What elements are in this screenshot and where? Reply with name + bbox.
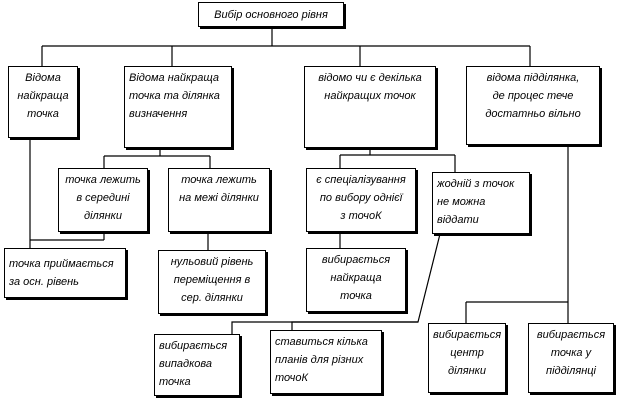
node-several-plans: ставиться кілька планів для різних точоК (270, 330, 382, 394)
node-zero-level-shift-label: нульовий рівень переміщення в сер. ділян… (170, 256, 254, 304)
node-several-best-points: відомо чи є декілька найкращих точок (304, 66, 436, 148)
node-no-preference-label: жодній з точок не можна віддати перевагу (437, 178, 515, 233)
node-random-point: вибирається випадкова точка (154, 334, 240, 396)
root-node: Вибір основного рівня (198, 2, 344, 27)
node-area-center-label: вибирається центр ділянки (433, 329, 502, 377)
node-best-point-chosen-label: вибирається найкраща точка (321, 254, 391, 302)
root-node-label: Вибір основного рівня (214, 9, 328, 21)
node-best-point-and-area: Відома найкраща точка та ділянка визначе… (124, 66, 232, 148)
node-known-best-point: Відома найкраща точка (8, 66, 78, 138)
node-point-accepted-label: точка приймається за осн. рівень (9, 258, 114, 288)
node-specialized-choice: є спеціалізування по вибору однієї з точ… (306, 168, 416, 232)
node-several-plans-label: ставиться кілька планів для різних точоК (275, 336, 368, 384)
node-specialized-choice-label: є спеціалізування по вибору однієї з точ… (316, 174, 406, 222)
node-best-point-chosen: вибирається найкраща точка (306, 248, 406, 312)
node-several-best-points-label: відомо чи є декілька найкращих точок (318, 72, 422, 102)
node-best-point-and-area-label: Відома найкраща точка та ділянка визначе… (129, 72, 220, 120)
node-zero-level-shift: нульовий рівень переміщення в сер. ділян… (158, 250, 266, 314)
node-known-best-point-label: Відома найкраща точка (17, 72, 69, 120)
node-point-in-middle-label: точка лежить в середині ділянки (65, 174, 141, 222)
node-point-on-boundary: точка лежить на межі ділянки (168, 168, 270, 232)
node-known-subarea-label: відома підділянка, де процес тече достат… (485, 72, 581, 120)
node-point-accepted: точка приймається за осн. рівень (4, 248, 126, 298)
node-point-in-subarea-label: вибирається точка у підділянці (536, 329, 606, 377)
node-known-subarea: відома підділянка, де процес тече достат… (466, 66, 600, 145)
node-point-in-middle: точка лежить в середині ділянки (58, 168, 148, 232)
node-no-preference: жодній з точок не можна віддати перевагу (432, 172, 530, 234)
node-point-on-boundary-label: точка лежить на межі ділянки (179, 174, 259, 204)
node-random-point-label: вибирається випадкова точка (159, 340, 228, 388)
node-area-center: вибирається центр ділянки (428, 323, 506, 393)
node-point-in-subarea: вибирається точка у підділянці (528, 323, 614, 393)
